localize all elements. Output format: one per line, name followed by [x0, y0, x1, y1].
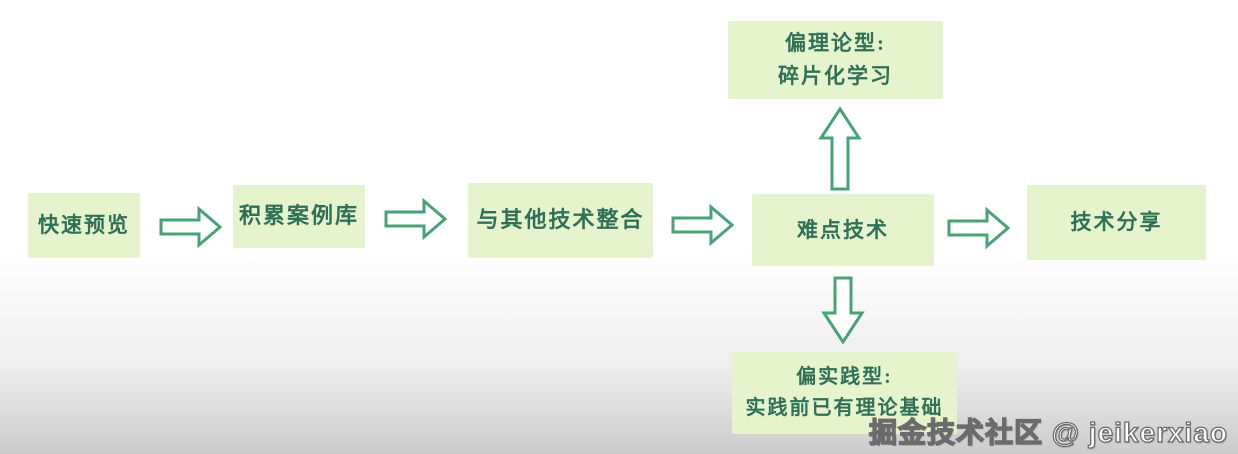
arrow-right-icon: [670, 202, 736, 248]
node-integrate-tech-label: 与其他技术整合: [476, 207, 645, 233]
arrow-right-icon: [383, 196, 449, 242]
node-theory-type-line1: 偏理论型:: [785, 31, 886, 56]
node-practice-type-line1: 偏实践型:: [796, 366, 893, 388]
node-theory-type: 偏理论型: 碎片化学习: [728, 21, 943, 99]
node-tech-share: 技术分享: [1027, 185, 1206, 260]
node-difficult-tech-label: 难点技术: [797, 217, 889, 242]
node-tech-share-label: 技术分享: [1070, 210, 1163, 235]
node-integrate-tech: 与其他技术整合: [468, 183, 653, 258]
arrow-right-icon: [158, 204, 224, 250]
arrow-up-icon: [818, 106, 862, 192]
node-practice-type-line2: 实践前已有理论基础: [745, 397, 944, 419]
node-practice-type: 偏实践型: 实践前已有理论基础: [732, 352, 957, 434]
node-case-library: 积累案例库: [233, 185, 365, 248]
node-difficult-tech: 难点技术: [752, 194, 934, 266]
node-quick-preview-label: 快速预览: [38, 213, 130, 238]
watermark-text: 掘金技术社区 @ jeikerxiao: [868, 416, 1228, 448]
node-quick-preview: 快速预览: [28, 193, 140, 258]
node-case-library-label: 积累案例库: [238, 203, 359, 229]
node-theory-type-line2: 碎片化学习: [778, 64, 893, 88]
arrow-right-icon: [946, 205, 1012, 251]
arrow-down-icon: [821, 275, 865, 345]
